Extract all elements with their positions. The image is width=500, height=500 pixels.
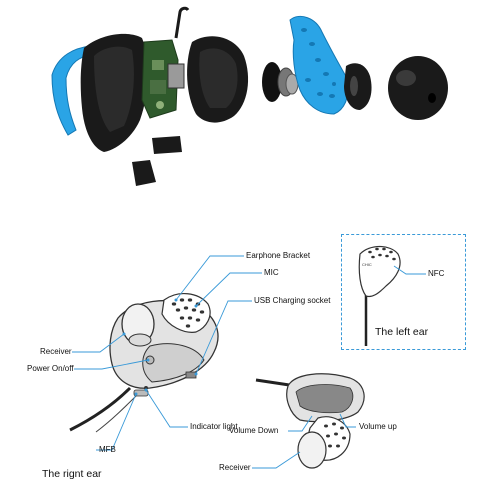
exploded-view (51, 6, 448, 186)
nfc-tag-text: CHIC (362, 262, 372, 267)
volume-ear-tip (297, 431, 327, 469)
pcb-board (141, 39, 179, 119)
battery-part (132, 160, 156, 186)
left-ear-inset (341, 234, 466, 350)
label-indicator-light: Indicator light (190, 422, 238, 431)
label-receiver-right: Receiver (40, 347, 72, 356)
caption-left-ear: The left ear (375, 326, 429, 338)
top-cable (174, 6, 190, 39)
label-volume-down: Volume Down (229, 426, 279, 435)
label-mic: MIC (264, 268, 279, 277)
blue-silicone-wing (289, 16, 349, 115)
label-power-onoff: Power On/off (27, 364, 74, 373)
label-volume-up: Volume up (359, 422, 397, 431)
blue-ear-hook (51, 45, 93, 136)
volume-ear-illustration (255, 373, 365, 469)
usb-socket (185, 371, 197, 379)
label-receiver-bottom: Receiver (219, 463, 251, 472)
left-ear-illustration (358, 245, 401, 346)
right-ear-illustration (69, 293, 219, 433)
caption-right-ear: The rignt ear (42, 468, 102, 480)
nfc-callout (393, 265, 426, 275)
driver (262, 62, 282, 102)
label-usb-charging-socket: USB Charging socket (254, 296, 331, 305)
button-part (152, 136, 182, 154)
right-ear-callouts (72, 255, 262, 451)
label-mfb: MFB (99, 445, 116, 454)
volume-callouts (252, 413, 356, 469)
left-ear-body (358, 245, 401, 298)
connector (167, 63, 185, 89)
label-earphone-bracket: Earphone Bracket (246, 251, 311, 260)
ear-tip-large (388, 56, 448, 120)
label-nfc: NFC (428, 269, 445, 278)
